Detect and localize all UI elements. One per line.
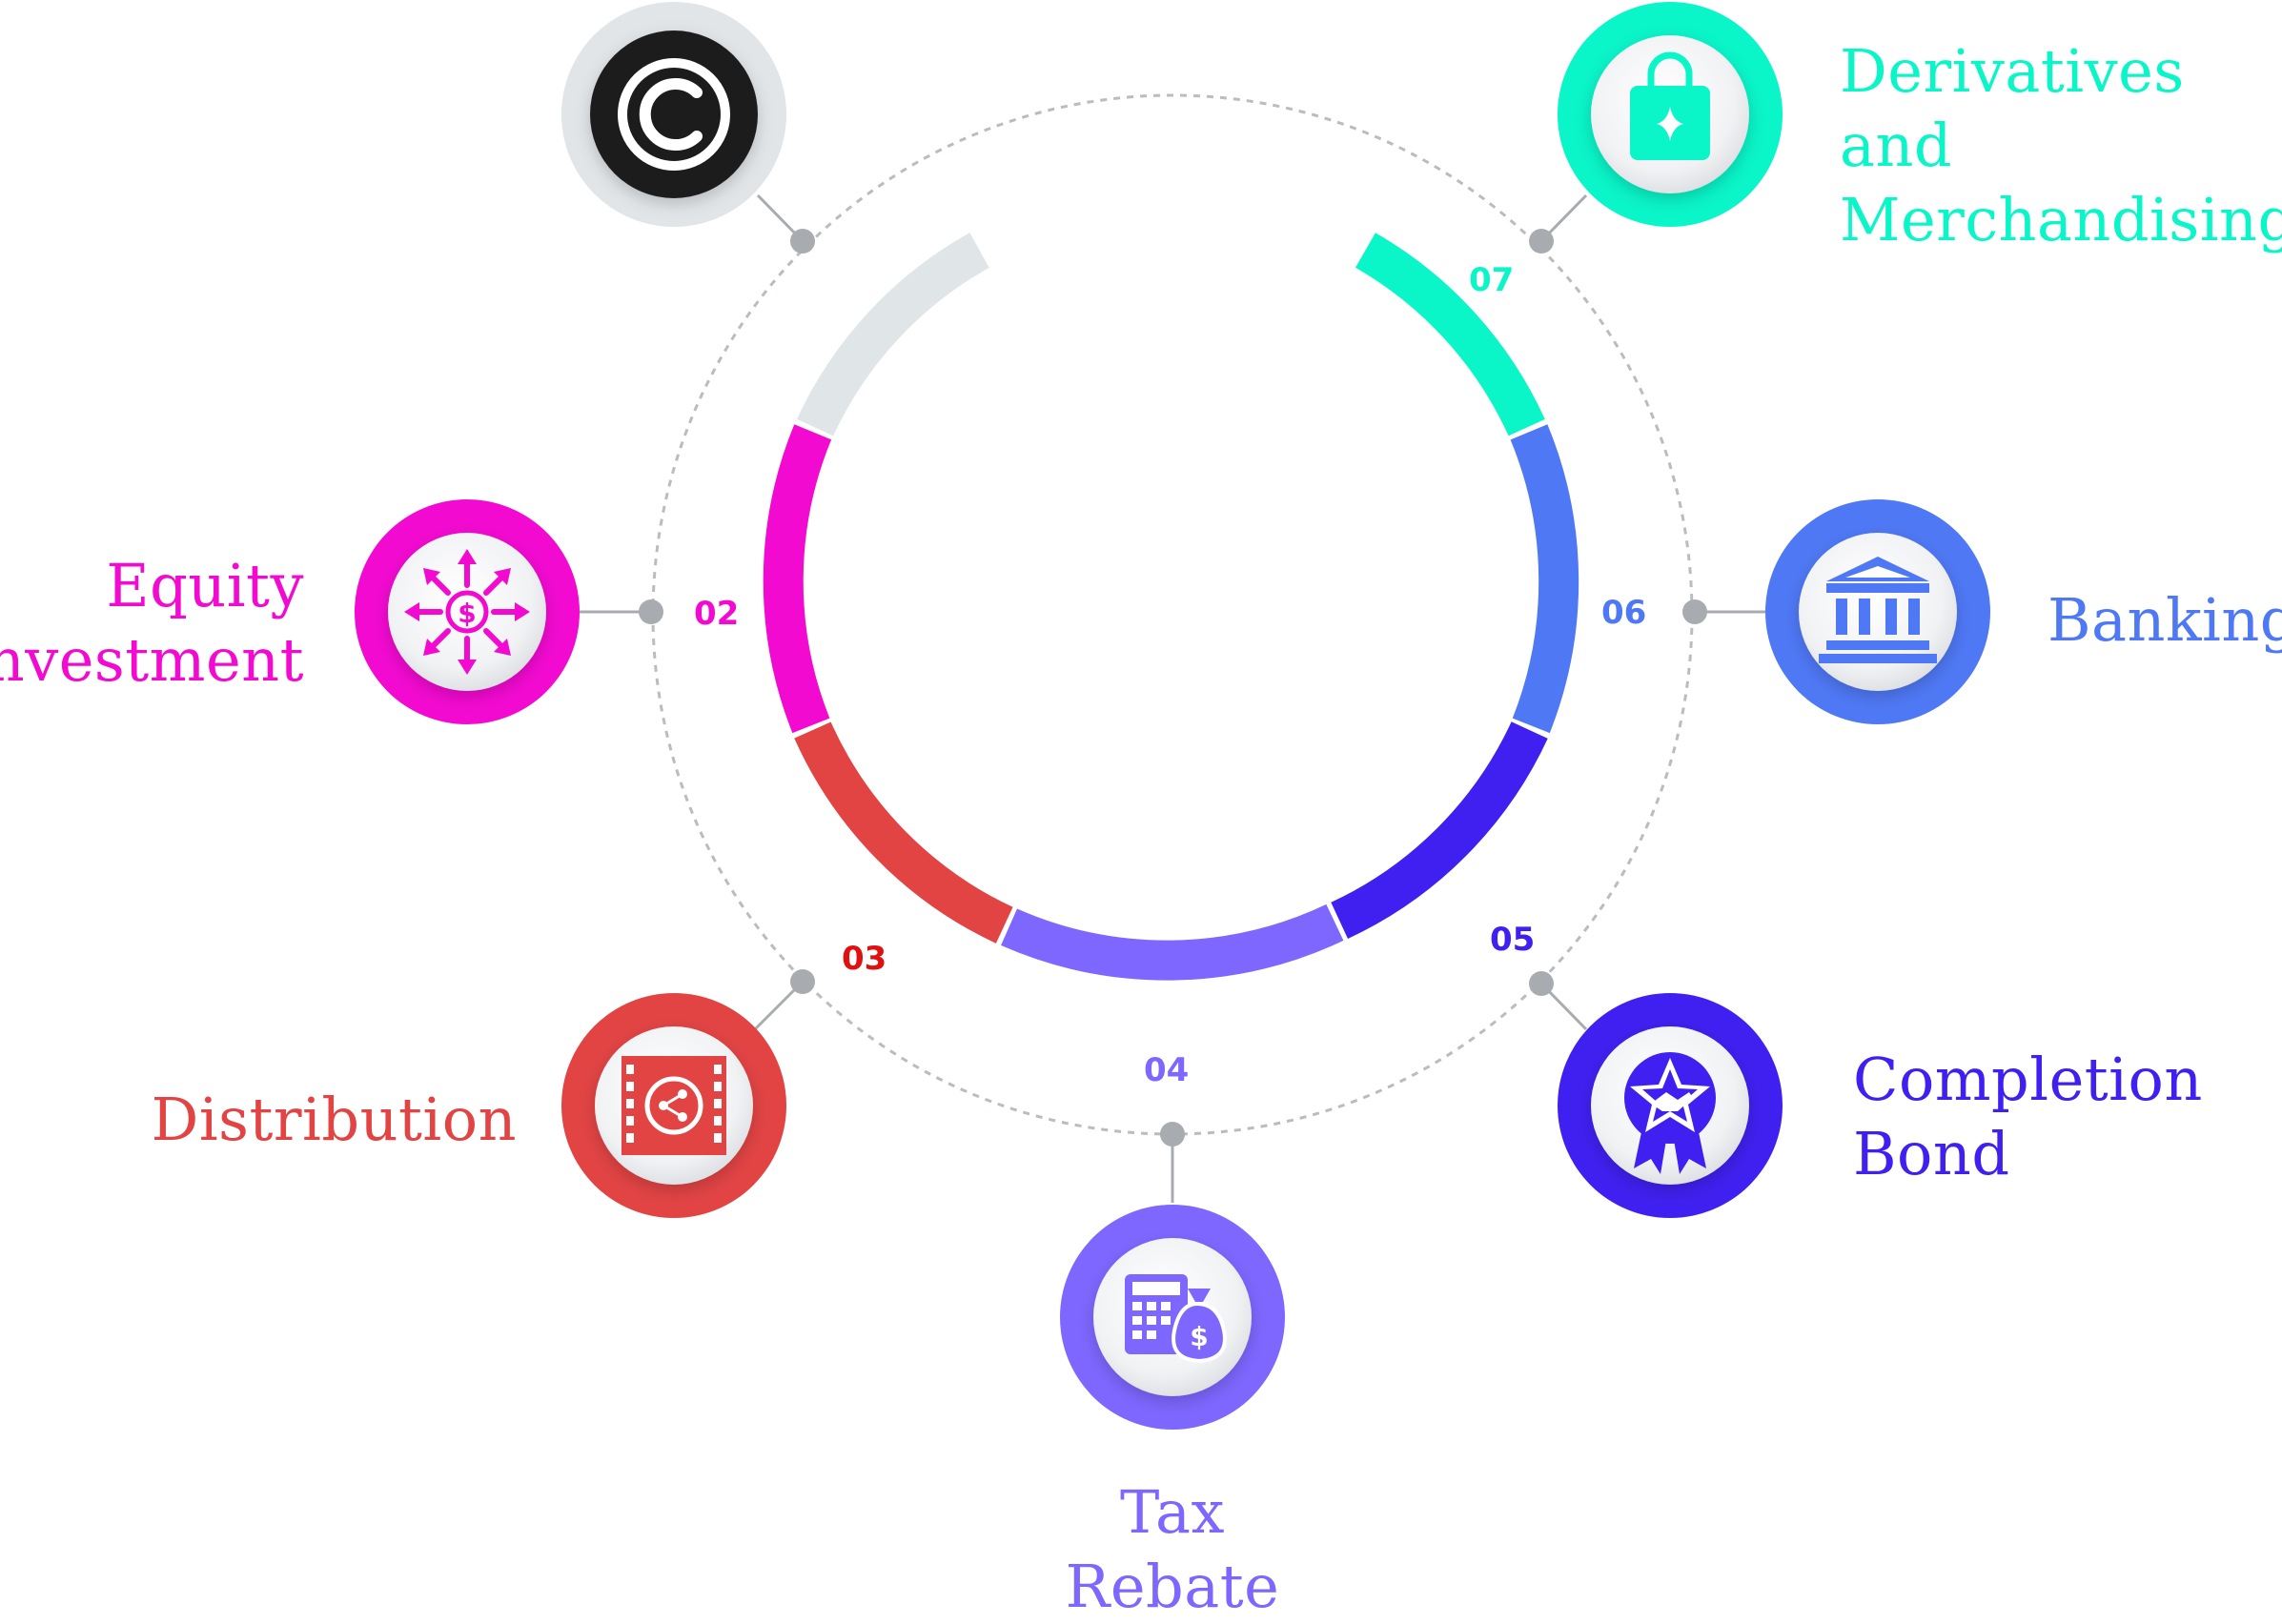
label-completion: Completion Bond <box>1853 1043 2203 1191</box>
label-line: Bond <box>1853 1119 2010 1188</box>
step-number-04: 04 <box>1144 1051 1190 1089</box>
ring-segment-tax <box>1001 903 1344 981</box>
diagram-canvas: $ <box>355 2 1990 1430</box>
label-equity: Equity Investment <box>0 549 304 698</box>
label-line: Completion <box>1853 1045 2203 1114</box>
node-tax: $ <box>1060 1205 1285 1430</box>
node-copyright <box>561 2 786 227</box>
inner-ring <box>763 233 1579 981</box>
label-line: Tax Rebate <box>1065 1477 1280 1621</box>
label-line: Derivatives and <box>1840 36 2185 180</box>
ring-segment-copyright <box>796 233 989 436</box>
step-number-05: 05 <box>1490 921 1536 959</box>
label-tax: Tax Rebate <box>1012 1475 1333 1624</box>
ring-segment-banking <box>1510 424 1579 734</box>
step-number-02: 02 <box>694 595 740 633</box>
ring-segment-completion <box>1331 721 1548 939</box>
node-completion <box>1558 993 1783 1218</box>
ring-segment-derivatives <box>1355 233 1545 436</box>
money-arrows-icon: $ <box>404 549 530 675</box>
node-banking <box>1765 499 1990 724</box>
svg-text:$: $ <box>1190 1321 1208 1352</box>
step-number-06: 06 <box>1601 594 1647 632</box>
node-equity: $ <box>355 499 580 724</box>
ring-segment-equity <box>763 424 832 734</box>
label-banking: Banking <box>2048 583 2282 658</box>
step-number-03: 03 <box>842 940 887 978</box>
label-distribution: Distribution <box>152 1083 517 1157</box>
bank-icon <box>1819 557 1937 663</box>
calculator-moneybag-icon: $ <box>1125 1274 1227 1364</box>
label-line: Equity <box>106 551 304 620</box>
copyright-icon <box>618 58 730 171</box>
node-derivatives <box>1558 2 1783 227</box>
node-distribution <box>561 993 786 1218</box>
label-line: Investment <box>0 625 304 695</box>
label-line: Distribution <box>151 1085 517 1154</box>
label-derivatives: Derivatives and Merchandising <box>1840 34 2282 257</box>
ring-segment-distribution <box>794 721 1013 944</box>
connector-dots <box>639 229 1707 1147</box>
handshake-badge-icon <box>1624 1052 1716 1174</box>
label-line: Banking <box>2048 585 2282 655</box>
shopping-bag-icon <box>1630 51 1710 160</box>
film-share-icon <box>621 1056 726 1155</box>
label-line: Merchandising <box>1840 185 2282 254</box>
svg-text:$: $ <box>458 598 476 629</box>
step-number-07: 07 <box>1469 261 1515 299</box>
